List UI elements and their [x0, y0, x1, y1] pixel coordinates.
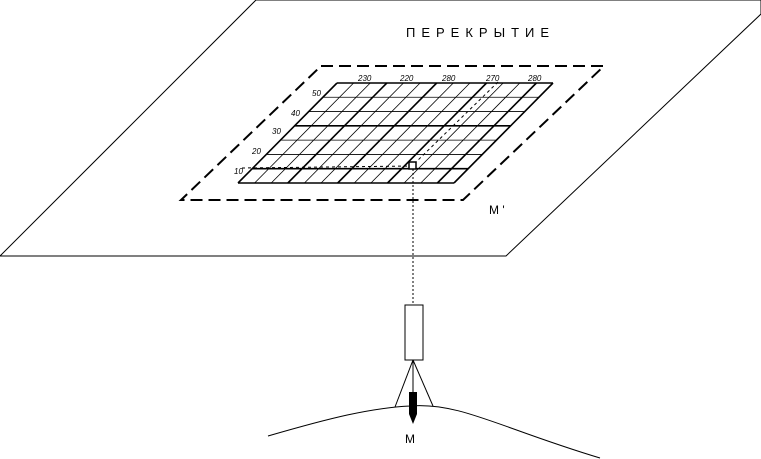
plumb-target-icon [408, 161, 417, 170]
grid-column-line [436, 82, 537, 184]
grid-column-line [304, 82, 404, 184]
left-tick-2: 40 [291, 109, 300, 118]
top-tick-1: 230 [357, 74, 372, 83]
ground-surface [267, 405, 601, 459]
coordinate-grid [237, 82, 554, 184]
grid-top-ticks: 230 220 280 270 280 [357, 74, 542, 83]
top-tick-4: 270 [485, 74, 500, 83]
dashed-frame [178, 65, 607, 201]
ground-point-label: M [405, 432, 415, 446]
top-tick-5: 280 [527, 74, 542, 83]
left-tick-3: 30 [272, 127, 281, 136]
tripod-icon [394, 359, 434, 408]
grid-column-line [254, 82, 354, 184]
ceiling-label: ПЕРЕКРЫТИЕ [406, 25, 555, 40]
grid-column-line [287, 82, 388, 184]
left-tick-1: 50 [312, 89, 321, 98]
ceiling-point-label: M ' [489, 203, 505, 217]
ceiling-plane [0, 0, 761, 257]
top-tick-2: 220 [399, 74, 414, 83]
grid-column-line [270, 82, 371, 184]
top-tick-3: 280 [441, 74, 456, 83]
left-tick-4: 20 [251, 147, 261, 156]
grid-column-line [320, 82, 421, 184]
grid-column-line [403, 82, 504, 184]
left-tick-5: 10 [234, 167, 243, 176]
grid-column-line [420, 82, 521, 184]
grid-left-ticks: 50 40 30 20 10 [234, 89, 321, 176]
grid-column-line [237, 82, 338, 184]
plumb-bob [409, 392, 417, 424]
grid-column-line [453, 82, 554, 184]
grid-column-line [337, 82, 438, 184]
instrument-icon [404, 304, 424, 361]
guide-lines [241, 81, 499, 169]
